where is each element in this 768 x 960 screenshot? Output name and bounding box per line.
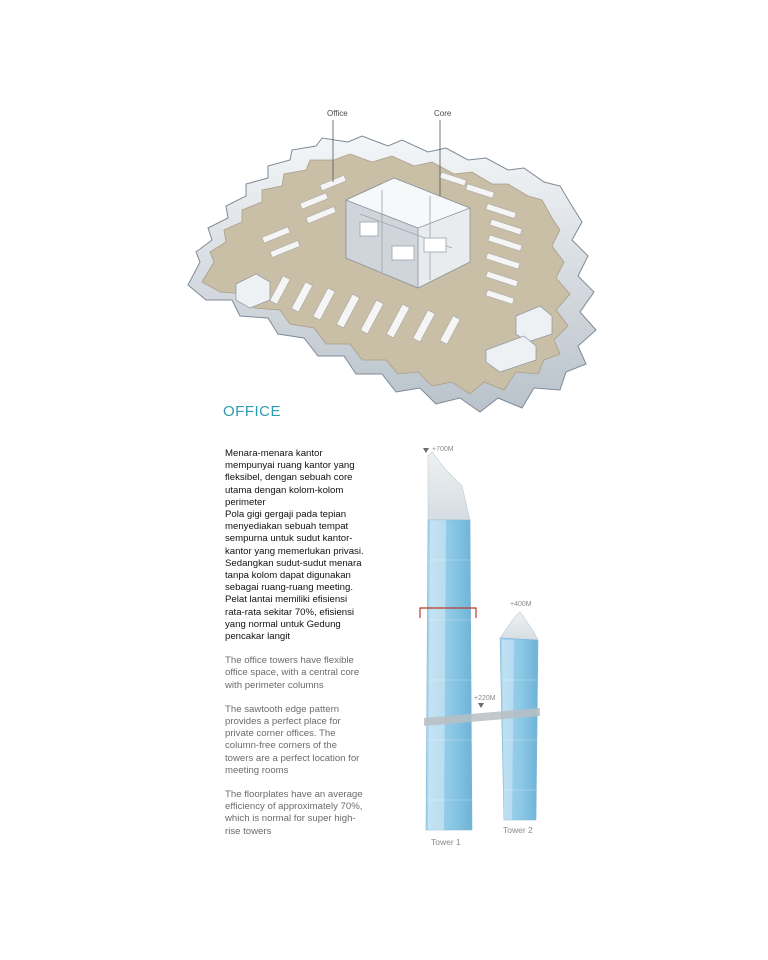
tower-2-height-label: +400M: [510, 601, 532, 608]
tower-2-shape: [499, 611, 539, 821]
office-callout-label: Office: [327, 109, 348, 118]
tower-1-shape: [425, 451, 473, 831]
tower-2-label: Tower 2: [503, 825, 533, 835]
office-floor-plan-illustration: [187, 120, 597, 413]
english-paragraph: The sawtooth edge pattern provides a per…: [225, 703, 360, 776]
core-callout-label: Core: [434, 109, 452, 118]
marker-220-icon: [478, 703, 484, 708]
bridge-height-label: +220M: [474, 695, 496, 702]
tower-1-height-label: +700M: [432, 446, 454, 453]
skybridge: [424, 708, 540, 726]
tower-elevation-diagram: [419, 448, 540, 831]
english-paragraph: The office towers have flexible office s…: [225, 655, 360, 691]
meeting-rooms: [235, 273, 553, 373]
section-cut-marker: [419, 607, 477, 618]
indonesian-description: Menara-menara kantor mempunyai ruang kan…: [225, 448, 364, 643]
description-text-column: Menara-menara kantor mempunyai ruang kan…: [225, 448, 395, 838]
building-core: [344, 177, 472, 289]
section-title: OFFICE: [223, 403, 281, 420]
english-paragraph: The floorplates have an average efficien…: [225, 789, 363, 837]
tower-1-label: Tower 1: [431, 837, 461, 847]
workstation-desks: [261, 171, 523, 345]
marker-700-icon: [423, 448, 429, 453]
